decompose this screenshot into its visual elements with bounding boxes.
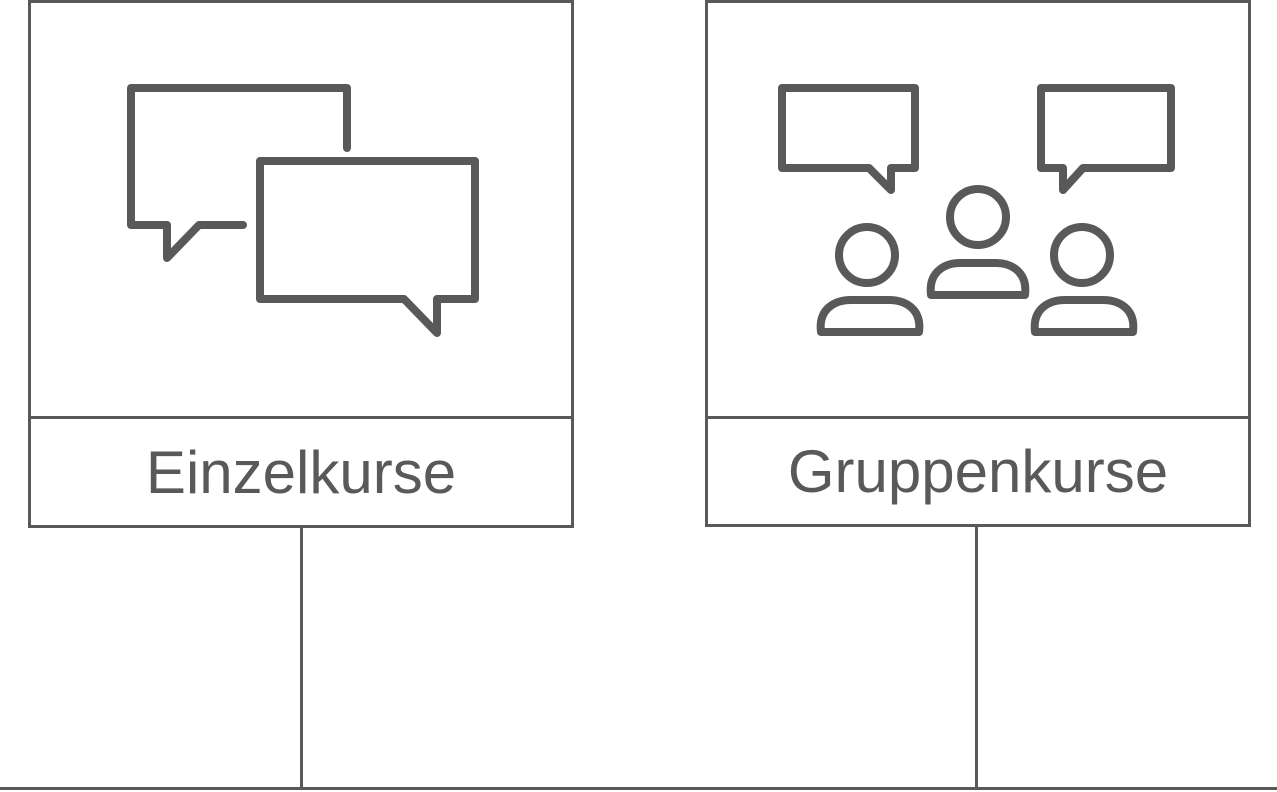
card-icon-area <box>31 3 571 419</box>
connector-line-einzelkurse <box>300 528 303 790</box>
group-discussion-icon <box>778 84 1175 336</box>
course-card-einzelkurse[interactable]: Einzelkurse <box>28 0 574 528</box>
card-label: Gruppenkurse <box>787 438 1169 505</box>
chat-bubbles-icon <box>127 84 479 337</box>
connector-line-gruppenkurse <box>975 527 978 790</box>
card-icon-area <box>708 3 1248 419</box>
card-label: Einzelkurse <box>145 438 457 506</box>
course-card-gruppenkurse[interactable]: Gruppenkurse <box>705 0 1251 527</box>
baseline-line <box>0 787 1277 790</box>
